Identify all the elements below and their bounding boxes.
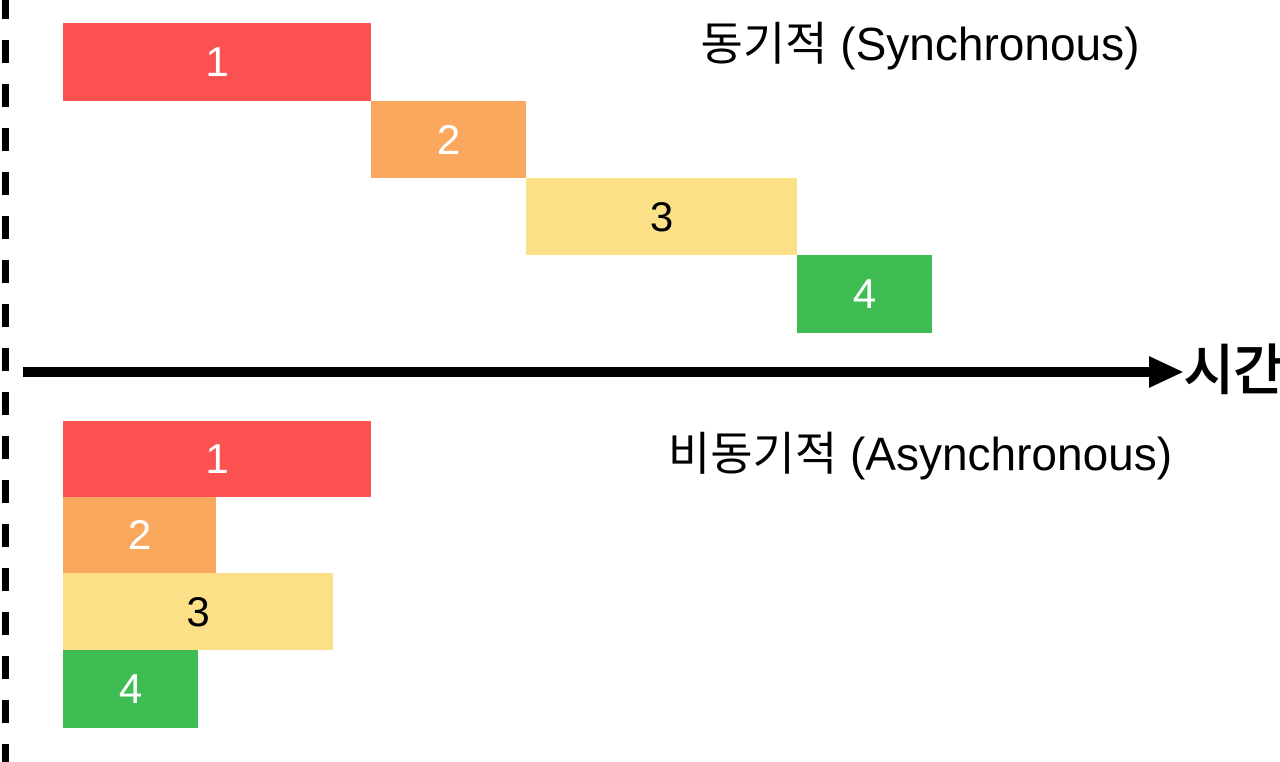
start-time-dashed-line (2, 0, 9, 762)
async-task-bar-1: 1 (63, 421, 371, 497)
task-bar-label: 4 (118, 665, 143, 712)
time-axis-arrowhead-icon (1149, 356, 1183, 388)
asynchronous-title: 비동기적 (Asynchronous) (667, 428, 1173, 480)
async-task-bar-2: 2 (63, 497, 216, 573)
sync-task-bar-4: 4 (797, 255, 932, 333)
task-bar-label: 3 (186, 587, 210, 635)
sync-task-bar-3: 3 (526, 178, 797, 255)
time-axis-label: 시간 (1184, 341, 1280, 401)
sync-task-bar-2: 2 (371, 101, 526, 178)
task-bar-label: 3 (649, 192, 674, 240)
task-bar-label: 2 (127, 511, 152, 558)
async-task-bar-3: 3 (63, 573, 333, 650)
time-axis-line (23, 367, 1151, 377)
sync-task-bar-1: 1 (63, 23, 371, 101)
task-bar-label: 4 (852, 270, 877, 317)
async-task-bar-4: 4 (63, 650, 198, 728)
task-bar-label: 1 (205, 435, 229, 482)
synchronous-title: 동기적 (Synchronous) (700, 18, 1140, 70)
task-bar-label: 2 (436, 115, 461, 163)
task-bar-label: 1 (205, 38, 229, 85)
